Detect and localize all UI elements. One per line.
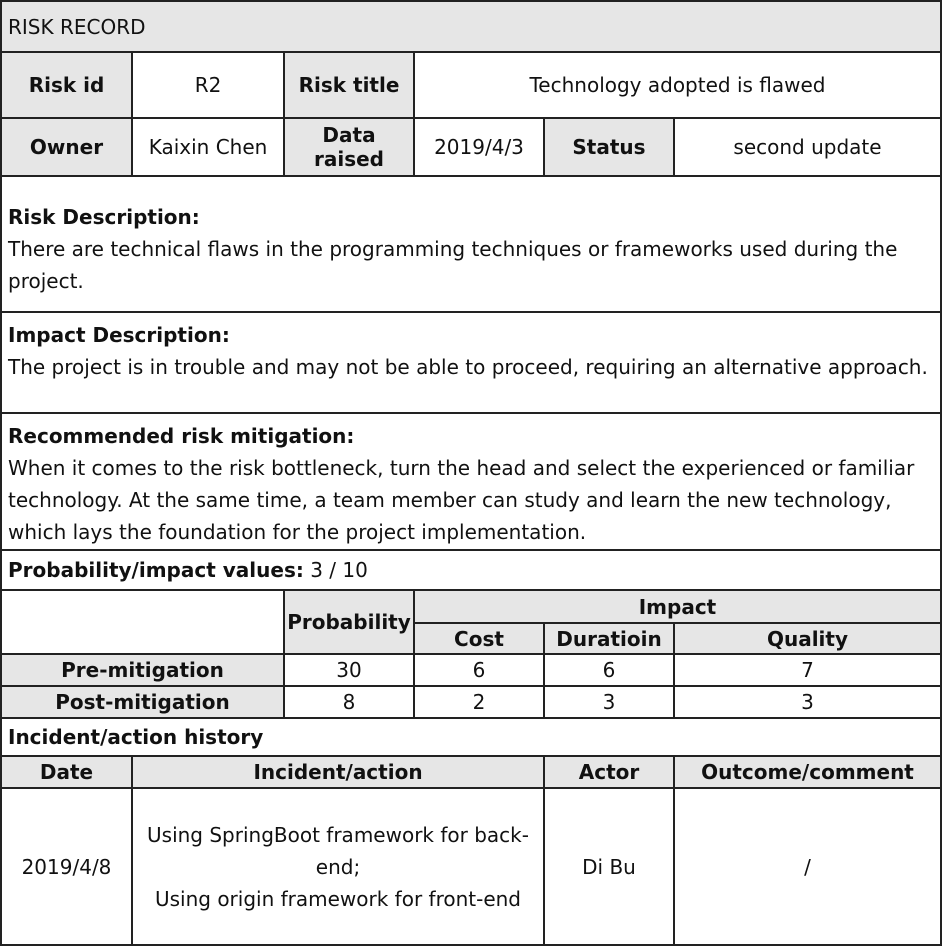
pre-mitigation-label: Pre-mitigation <box>0 653 285 687</box>
impact-description-heading: Impact Description: <box>8 323 230 347</box>
post-cost: 2 <box>413 685 545 719</box>
risk-description-heading: Risk Description: <box>8 205 200 229</box>
risk-description-section: Risk Description: There are technical fl… <box>0 175 942 313</box>
history-actor-header: Actor <box>543 755 675 789</box>
history-row-outcome: / <box>673 787 942 946</box>
owner-value: Kaixin Chen <box>131 117 285 177</box>
history-action-line: Using SpringBoot framework for back- <box>147 822 529 847</box>
risk-id-value: R2 <box>131 51 285 119</box>
impact-description-section: Impact Description: The project is in tr… <box>0 311 942 414</box>
probability-header: Probability <box>283 589 415 655</box>
pre-duration: 6 <box>543 653 675 687</box>
mitigation-section: Recommended risk mitigation: When it com… <box>0 412 942 551</box>
owner-label: Owner <box>0 117 133 177</box>
prob-impact-value: 3 / 10 <box>310 558 368 582</box>
history-row-date: 2019/4/8 <box>0 787 133 946</box>
date-raised-value: 2019/4/3 <box>413 117 545 177</box>
pre-cost: 6 <box>413 653 545 687</box>
post-quality: 3 <box>673 685 942 719</box>
history-row-actor: Di Bu <box>543 787 675 946</box>
history-action-header: Incident/action <box>131 755 545 789</box>
risk-description-text: There are technical flaws in the program… <box>8 237 898 293</box>
prob-impact-label: Probability/impact values: <box>8 558 304 582</box>
matrix-corner <box>0 589 285 655</box>
mitigation-text: When it comes to the risk bottleneck, tu… <box>8 456 915 544</box>
status-value: second update <box>673 117 942 177</box>
risk-id-label: Risk id <box>0 51 133 119</box>
mitigation-heading: Recommended risk mitigation: <box>8 424 355 448</box>
date-raised-label: Data raised <box>283 117 415 177</box>
history-date-header: Date <box>0 755 133 789</box>
duration-header: Duratioin <box>543 622 675 655</box>
impact-description-text: The project is in trouble and may not be… <box>8 355 928 379</box>
impact-header: Impact <box>413 589 942 624</box>
post-probability: 8 <box>283 685 415 719</box>
history-action-line: Using origin framework for front-end <box>154 886 522 911</box>
quality-header: Quality <box>673 622 942 655</box>
risk-title-value: Technology adopted is flawed <box>413 51 942 119</box>
history-title: Incident/action history <box>0 717 942 757</box>
risk-title-label: Risk title <box>283 51 415 119</box>
cost-header: Cost <box>413 622 545 655</box>
pre-quality: 7 <box>673 653 942 687</box>
post-mitigation-label: Post-mitigation <box>0 685 285 719</box>
history-row-action: Using SpringBoot framework for back- end… <box>131 787 545 946</box>
history-action-line: end; <box>315 854 361 879</box>
record-title: RISK RECORD <box>0 0 942 53</box>
post-duration: 3 <box>543 685 675 719</box>
history-outcome-header: Outcome/comment <box>673 755 942 789</box>
prob-impact-row: Probability/impact values: 3 / 10 <box>0 549 942 591</box>
status-label: Status <box>543 117 675 177</box>
pre-probability: 30 <box>283 653 415 687</box>
